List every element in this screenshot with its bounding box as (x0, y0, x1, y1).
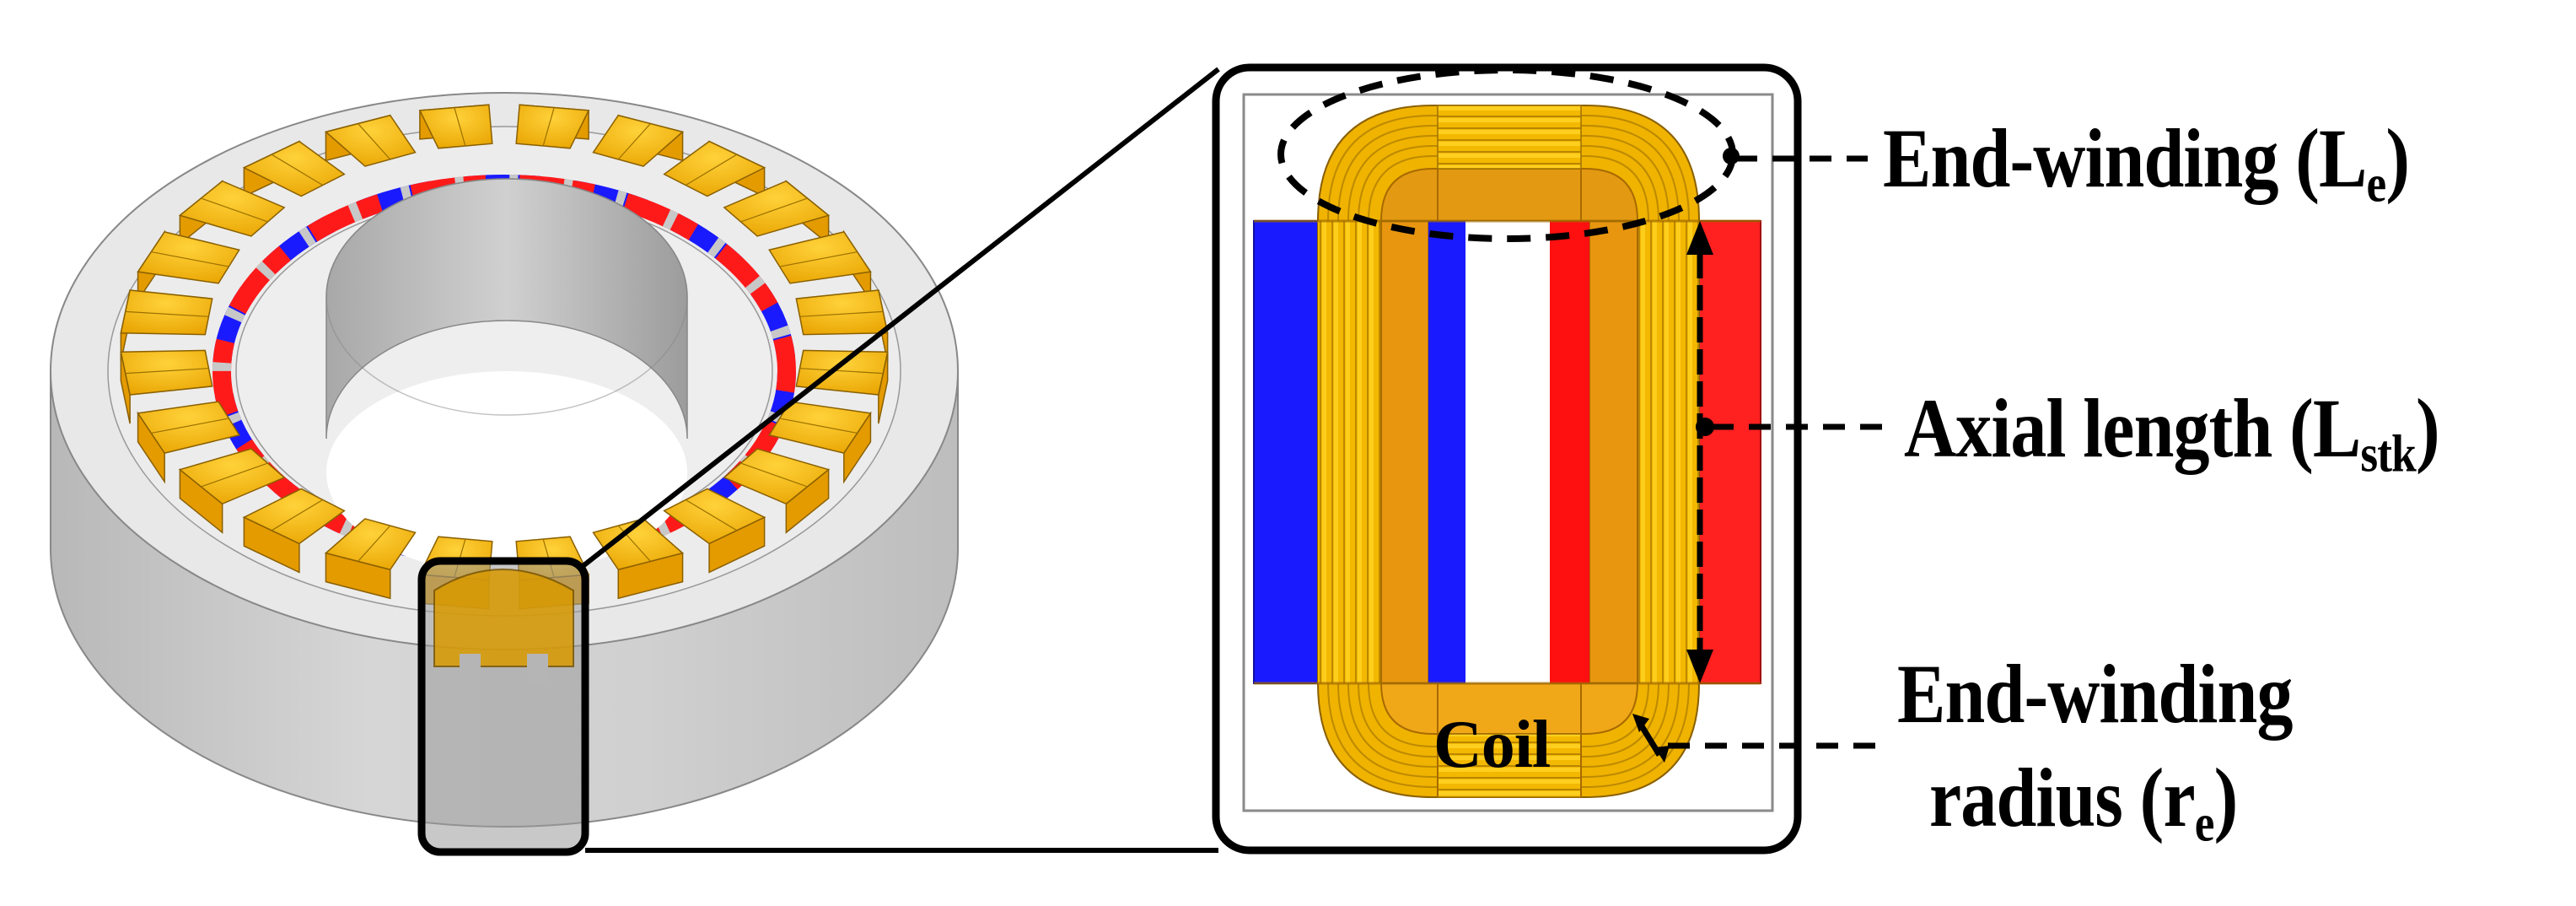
magnet-right-inner (1550, 221, 1589, 683)
end-winding-radius-label-line1: End-winding (1897, 647, 2293, 741)
magnet-left-outer (1253, 220, 1322, 684)
zoom-connector-top (580, 67, 1220, 569)
axial-length-arrow (1686, 221, 1713, 683)
leader-lines (1668, 148, 1889, 749)
coil-cross-section (1212, 63, 1802, 855)
magnet-right-outer (1692, 220, 1761, 684)
end-winding-label: End-winding (Le) (1883, 111, 2410, 213)
magnet-left-inner (1428, 221, 1465, 683)
stator-ring-3d (50, 92, 959, 856)
coil-label: Coil (1433, 708, 1551, 782)
axial-length-label: Axial length (Lstk) (1904, 381, 2440, 483)
inner-frame (1242, 93, 1774, 812)
slot-gap (1465, 221, 1550, 683)
end-winding-radius-label-line2: radius (re) (1929, 751, 2238, 853)
end-winding-radius-arrow (1632, 714, 1670, 763)
